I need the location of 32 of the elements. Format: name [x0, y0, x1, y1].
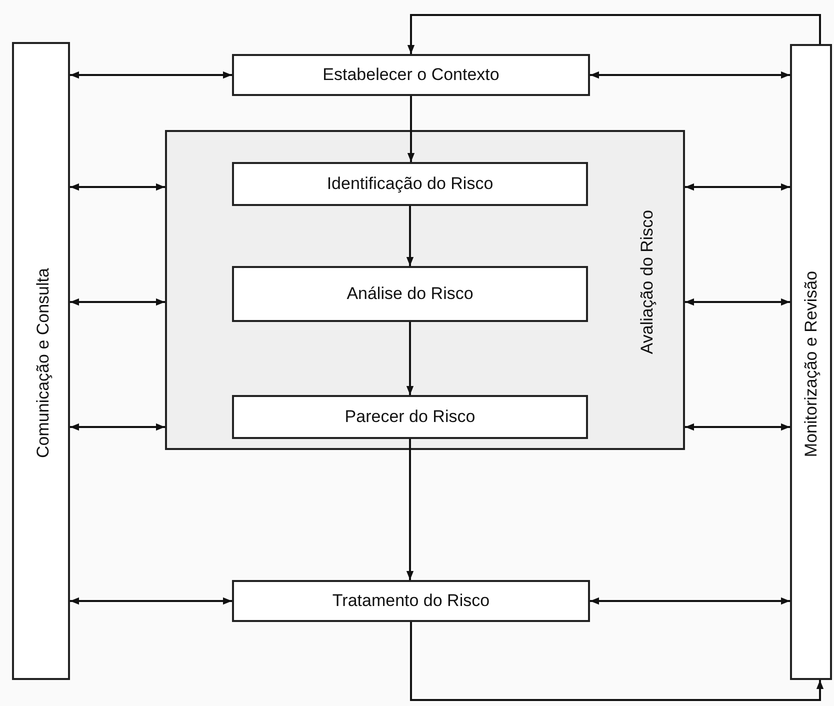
- vertical-label: Avaliação do Risco: [638, 210, 656, 354]
- arrow: [590, 71, 790, 79]
- process-box: [232, 580, 590, 622]
- box-label: Análise do Risco: [346, 283, 474, 306]
- arrow: [407, 14, 821, 54]
- process-box: [232, 395, 588, 439]
- arrow: [70, 423, 165, 431]
- box-label: Identificação do Risco: [326, 173, 494, 196]
- arrow: [406, 206, 414, 266]
- box-label: Parecer do Risco: [344, 406, 476, 428]
- arrow: [70, 71, 232, 79]
- box-label: Estabelecer o Contexto: [322, 64, 500, 86]
- arrow: [407, 96, 415, 162]
- arrow: [590, 597, 790, 605]
- group-panel: [165, 130, 685, 450]
- vertical-label: Comunicação e Consulta: [34, 268, 52, 458]
- process-box: [232, 54, 590, 96]
- side-bar: [12, 42, 70, 680]
- arrow: [685, 298, 790, 306]
- side-bar: [790, 44, 832, 680]
- box-label: Tratamento do Risco: [332, 590, 490, 612]
- arrow: [406, 322, 414, 395]
- vertical-label: Monitorização e Revisão: [802, 270, 820, 458]
- process-box: [232, 266, 588, 322]
- process-box: [232, 162, 588, 206]
- arrow: [685, 423, 790, 431]
- arrow: [410, 622, 824, 701]
- arrow: [70, 597, 232, 605]
- arrow: [70, 183, 165, 191]
- arrow: [70, 298, 165, 306]
- arrow: [406, 439, 414, 580]
- arrow: [685, 183, 790, 191]
